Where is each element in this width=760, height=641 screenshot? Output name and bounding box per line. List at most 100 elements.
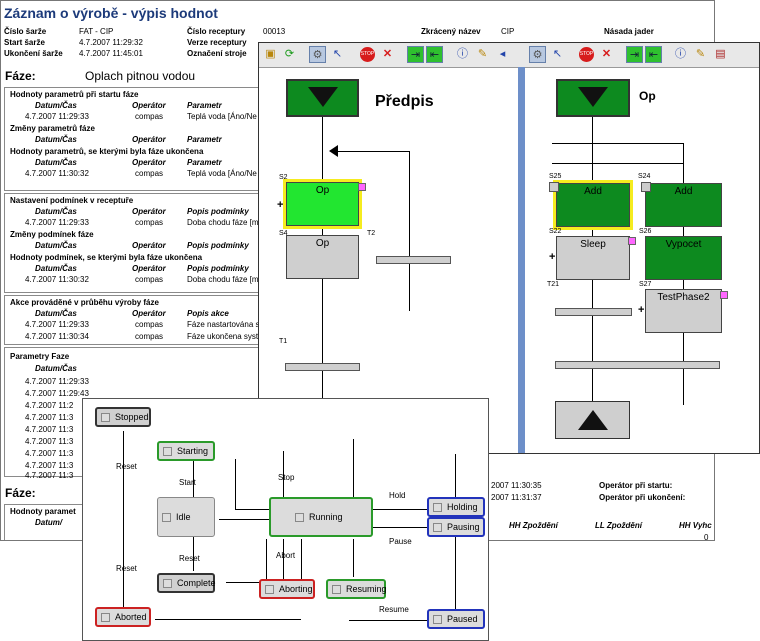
transition-abort: Abort bbox=[276, 551, 296, 560]
state-checkbox bbox=[433, 522, 442, 532]
row-date: 4.7.2007 11:29:33 bbox=[25, 112, 89, 121]
entry-arrow-icon: + bbox=[277, 199, 284, 211]
stop-label: STOP bbox=[360, 47, 375, 62]
column-header: Datum/Čas bbox=[35, 101, 77, 110]
header-value: FAT - CIP bbox=[79, 27, 114, 36]
step-marker bbox=[720, 291, 728, 299]
phase-label: Fáze: bbox=[5, 69, 36, 83]
row-date: 4.7.2007 11:3 bbox=[25, 425, 74, 434]
step-name: Vypocet bbox=[665, 239, 702, 250]
conditions-section: Nastavení podmínek v receptuře Datum/Čas… bbox=[4, 193, 264, 293]
info-icon[interactable]: ⓘ bbox=[675, 48, 686, 60]
step-name: Add bbox=[584, 186, 602, 197]
state-label: Complete bbox=[177, 578, 216, 588]
header-label: Zkrácený název bbox=[421, 27, 481, 36]
sfc-step-sleep[interactable]: Sleep bbox=[556, 236, 630, 280]
transition-bar[interactable] bbox=[555, 361, 720, 369]
state-checkbox bbox=[332, 584, 341, 594]
sfc-step-op[interactable]: Op bbox=[286, 235, 359, 279]
header-label: Označení stroje bbox=[187, 49, 247, 58]
transition-bar[interactable] bbox=[555, 308, 632, 316]
state-checkbox bbox=[101, 412, 110, 422]
sfc-window: ▣ ⟳ ⚙ ↖ STOP ✕ ⇥ ⇤ ⓘ ✎ ◂ ⚙ ↖ STOP ✕ ⇥ ⇤ … bbox=[258, 42, 760, 454]
row-date: 4.7.2007 11:3 bbox=[25, 461, 74, 470]
state-aborting[interactable]: Aborting bbox=[259, 579, 315, 599]
step-forward-icon[interactable]: ⇥ bbox=[626, 46, 643, 63]
state-idle[interactable]: Idle bbox=[157, 497, 215, 537]
entry-arrow-icon: + bbox=[638, 304, 645, 316]
state-machine-window: Stopped Reset Starting Start Idle Reset … bbox=[82, 398, 489, 641]
final-step[interactable] bbox=[555, 401, 630, 439]
refresh-icon[interactable]: ⟳ bbox=[284, 48, 295, 60]
down-triangle-icon bbox=[307, 87, 338, 107]
transition-label: T1 bbox=[279, 338, 288, 345]
book-icon[interactable]: ▤ bbox=[715, 48, 726, 60]
section-heading: Parametry Faze bbox=[10, 352, 70, 361]
nav-arrow-icon[interactable]: ◂ bbox=[499, 48, 506, 60]
pane-splitter[interactable] bbox=[518, 67, 525, 453]
transition-reset: Reset bbox=[116, 564, 137, 573]
state-resuming[interactable]: Resuming bbox=[326, 579, 387, 599]
sfc-step-vypocet[interactable]: Vypocet bbox=[645, 236, 722, 280]
state-label: Resuming bbox=[346, 584, 387, 594]
state-label: Idle bbox=[176, 512, 191, 522]
step-forward-icon[interactable]: ⇥ bbox=[407, 46, 424, 63]
transition-stop: Stop bbox=[278, 473, 295, 482]
loop-arrow-icon bbox=[329, 145, 338, 157]
state-pausing[interactable]: Pausing bbox=[427, 517, 485, 537]
state-complete[interactable]: Complete bbox=[157, 573, 216, 593]
sfc-step-add-active[interactable]: Add bbox=[553, 180, 633, 230]
stop-icon[interactable]: STOP bbox=[359, 46, 376, 63]
step-name: Sleep bbox=[580, 239, 606, 250]
pointer-tool-icon[interactable]: ↖ bbox=[552, 48, 563, 60]
header-label: Číslo receptury bbox=[187, 27, 246, 36]
stop-icon[interactable]: STOP bbox=[578, 46, 595, 63]
gear-icon[interactable]: ⚙ bbox=[309, 46, 326, 63]
state-stopped[interactable]: Stopped bbox=[95, 407, 151, 427]
step-back-icon[interactable]: ⇤ bbox=[426, 46, 443, 63]
column-header: Popis akce bbox=[187, 309, 229, 318]
state-paused[interactable]: Paused bbox=[427, 609, 485, 629]
pointer-tool-icon[interactable]: ↖ bbox=[332, 48, 343, 60]
state-holding[interactable]: Holding bbox=[427, 497, 485, 517]
state-label: Stopped bbox=[115, 412, 149, 422]
state-label: Holding bbox=[447, 502, 478, 512]
cancel-icon[interactable]: ✕ bbox=[601, 48, 612, 60]
value-cell: 0 bbox=[704, 533, 709, 541]
row-date: 4.7.2007 11:3 bbox=[25, 437, 74, 446]
info-icon[interactable]: ⓘ bbox=[457, 48, 468, 60]
sfc-step-testphase2[interactable]: TestPhase2 bbox=[645, 289, 722, 333]
state-checkbox bbox=[265, 584, 274, 594]
column-header: Operátor bbox=[132, 241, 166, 250]
step-name: Op bbox=[315, 185, 330, 196]
trend-icon[interactable]: ✎ bbox=[695, 48, 706, 60]
row-date: 4.7.2007 11:30:32 bbox=[25, 275, 89, 284]
gear-icon[interactable]: ⚙ bbox=[529, 46, 546, 63]
column-header: Operátor bbox=[132, 135, 166, 144]
column-header: Popis podmínky bbox=[187, 264, 249, 273]
state-starting[interactable]: Starting bbox=[157, 441, 215, 461]
initial-step[interactable] bbox=[286, 79, 359, 117]
sfc-step-add[interactable]: Add bbox=[645, 183, 722, 227]
cancel-icon[interactable]: ✕ bbox=[382, 48, 393, 60]
column-header: HH Zpoždění bbox=[509, 521, 558, 530]
step-back-icon[interactable]: ⇤ bbox=[645, 46, 662, 63]
header-value: CIP bbox=[501, 27, 515, 36]
entry-arrow-icon: + bbox=[549, 251, 556, 263]
header-value: 4.7.2007 11:45:01 bbox=[79, 49, 143, 58]
transition-bar[interactable] bbox=[376, 256, 451, 264]
row-date: 4.7.2007 11:30:34 bbox=[25, 332, 89, 341]
stop-label: STOP bbox=[579, 47, 594, 62]
column-header: Operátor bbox=[132, 101, 166, 110]
state-aborted[interactable]: Aborted bbox=[95, 607, 151, 627]
sfc-step-op-active[interactable]: Op bbox=[283, 179, 362, 229]
folder-up-icon[interactable]: ▣ bbox=[265, 48, 276, 60]
row-operator: compas bbox=[135, 320, 164, 329]
transition-bar[interactable] bbox=[285, 363, 360, 371]
initial-step[interactable] bbox=[556, 79, 630, 117]
state-checkbox bbox=[163, 578, 172, 588]
trend-icon[interactable]: ✎ bbox=[477, 48, 488, 60]
state-running[interactable]: Running bbox=[269, 497, 373, 537]
start-time: 2007 11:30:35 bbox=[491, 481, 542, 490]
state-label: Paused bbox=[447, 614, 478, 624]
